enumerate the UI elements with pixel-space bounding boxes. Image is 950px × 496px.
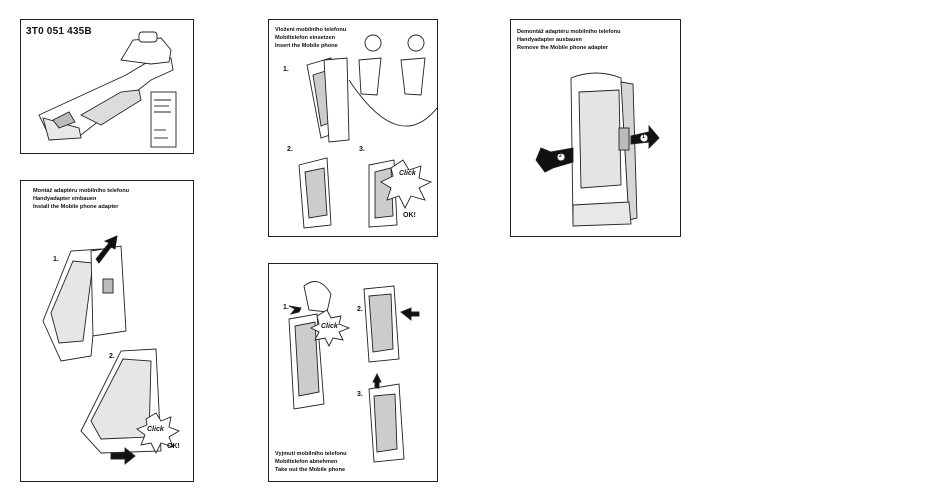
arrow-icon: [95, 235, 136, 465]
badge-2-icon: [556, 152, 566, 162]
panel-take-out-phone: 1. 2. 3. Click Vyjmutí mobilního telefon…: [268, 263, 438, 482]
manual-booklet: [150, 91, 177, 148]
panel-insert-phone: Vložení mobilního telefonu Mobiltelefon …: [268, 19, 438, 237]
click-burst-icon: [309, 309, 351, 348]
adapter-illustration: [38, 31, 177, 148]
step-1-label: 1.: [53, 256, 59, 263]
caption-en: Remove the Mobile phone adapter: [517, 45, 609, 51]
caption-de: Mobiltelefon abnehmen: [275, 459, 338, 465]
caption-de: Handyadapter ausbauen: [517, 37, 582, 43]
panel-product-overview: 3T0 051 435B: [20, 19, 194, 154]
caption-de: Mobiltelefon einsetzen: [275, 35, 335, 41]
caption-de: Handyadapter einbauen: [33, 196, 97, 202]
install-adapter-illustration: [42, 235, 181, 465]
caption-cz: Montáž adaptéru mobilního telefonu: [33, 188, 130, 194]
caption-en: Take out the Mobile phone: [275, 467, 346, 473]
step-3-label: 3.: [357, 391, 363, 398]
step-3-label: 3.: [359, 146, 365, 153]
badge-2-label: 2: [559, 153, 562, 159]
happy-face-icon: [407, 34, 425, 52]
ok-label: OK!: [167, 443, 180, 450]
caption-en: Install the Mobile phone adapter: [33, 204, 119, 210]
step-2-label: 2.: [357, 306, 363, 313]
step-2-label: 2.: [287, 146, 293, 153]
ok-label: OK!: [403, 212, 416, 219]
take-out-phone-illustration: [288, 281, 420, 463]
arrow-icon: [288, 305, 420, 389]
caption-cz: Vložení mobilního telefonu: [275, 27, 347, 33]
click-label: Click: [321, 323, 338, 330]
caption-cz: Demontáž adaptéru mobilního telefonu: [517, 29, 621, 35]
step-1-label: 1.: [283, 304, 289, 311]
badge-1-icon: [639, 133, 649, 143]
insert-phone-illustration: [298, 34, 437, 229]
sad-face-icon: [364, 34, 382, 52]
click-label: Click: [399, 170, 416, 177]
panel-install-adapter: Montáž adaptéru mobilního telefonu Handy…: [20, 180, 194, 482]
caption-en: Insert the Mobile phone: [275, 43, 338, 49]
badge-1-label: 1: [642, 134, 645, 140]
step-1-label: 1.: [283, 66, 289, 73]
remove-adapter-illustration: [535, 72, 660, 227]
click-burst-icon: [380, 159, 433, 210]
step-2-label: 2.: [109, 353, 115, 360]
click-burst-icon: [136, 412, 181, 455]
click-label: Click: [147, 426, 164, 433]
caption-cz: Vyjmutí mobilního telefonu: [275, 451, 347, 457]
panel-remove-adapter: Demontáž adaptéru mobilního telefonu Han…: [510, 19, 681, 237]
part-number: 3T0 051 435B: [26, 26, 92, 37]
